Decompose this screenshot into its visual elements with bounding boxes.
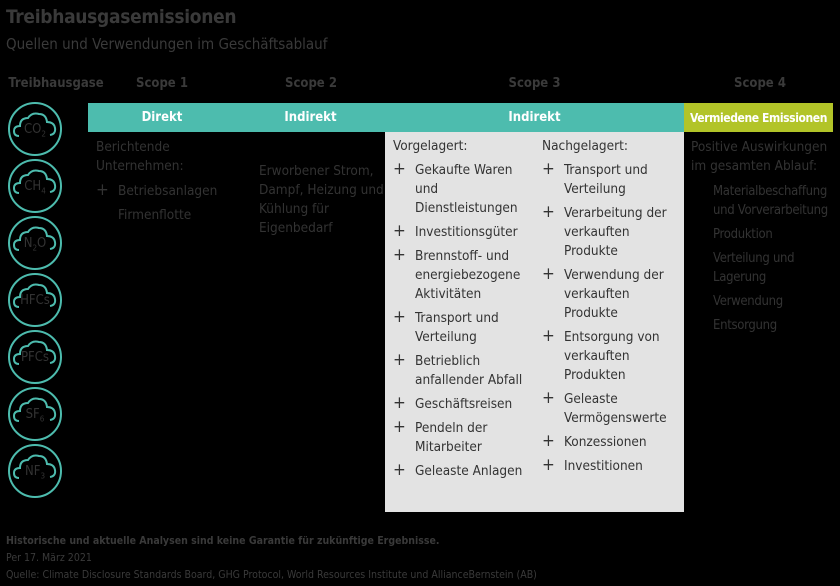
page-title: Treibhausgasemissionen xyxy=(6,6,237,28)
page-subtitle: Quellen und Verwendungen im Geschäftsabl… xyxy=(6,35,328,53)
downstream-item: Geleaste Vermögenswerte xyxy=(542,389,684,428)
upstream-item: Gekaufte Waren und Dienstleistungen xyxy=(393,160,538,218)
band-label: Direkt xyxy=(141,110,183,125)
upstream-label: Vorgelagert: xyxy=(393,138,468,154)
upstream-item: Betrieblich anfallender Abfall xyxy=(393,351,538,390)
column-header-scope1: Scope 1 xyxy=(136,76,188,91)
scope4-content: Positive Auswirkungen im gesamten Ablauf… xyxy=(691,138,836,340)
gas-label: N2O xyxy=(23,236,47,253)
item-label: Firmenflotte xyxy=(118,207,192,223)
gas-label: CH4 xyxy=(24,179,46,196)
band-scope2-indirect: Indirekt xyxy=(236,103,385,132)
band-scope1-direct: Direkt xyxy=(88,103,236,132)
upstream-item: Brennstoff- und energiebezogene Aktivitä… xyxy=(393,246,538,304)
footer-source: Quelle: Climate Disclosure Standards Boa… xyxy=(6,569,537,581)
gas-label: PFCs xyxy=(20,350,50,365)
downstream-item: Investitionen xyxy=(542,456,684,476)
column-header-scope2: Scope 2 xyxy=(285,76,337,91)
scope4-item: Verwendung xyxy=(713,294,783,309)
gas-cloud-icon: CO2 xyxy=(8,102,62,156)
band-scope3-indirect: Indirekt xyxy=(385,103,684,132)
gas-label: SF6 xyxy=(25,407,45,424)
scope1-item: Betriebsanlagen xyxy=(96,181,231,201)
gas-cloud-icon: N2O xyxy=(8,216,62,270)
scope4-item: Produktion xyxy=(713,227,773,242)
downstream-item: Konzessionen xyxy=(542,432,684,452)
gas-cloud-icon: SF6 xyxy=(8,387,62,441)
scope1-content: Berichtende Unternehmen: Betriebsanlagen… xyxy=(96,138,231,230)
downstream-item: Entsorgung von verkauften Produkten xyxy=(542,327,684,385)
gas-cloud-icon: NF3 xyxy=(8,444,62,498)
column-header-scope4: Scope 4 xyxy=(734,76,786,91)
gas-cloud-icon: PFCs xyxy=(8,330,62,384)
band-label: Indirekt xyxy=(508,110,561,125)
band-scope4-avoided: Vermiedene Emissionen xyxy=(684,103,833,132)
band-label: Vermiedene Emissionen xyxy=(689,110,828,125)
upstream-item: Pendeln der Mitarbeiter xyxy=(393,418,538,457)
scope1-item: Firmenflotte xyxy=(96,206,231,225)
gas-cloud-icon: HFCs xyxy=(8,273,62,327)
scope4-item: Materialbeschaffung und Vorverarbeitung xyxy=(713,184,828,218)
scope1-intro: Berichtende Unternehmen: xyxy=(96,139,184,174)
downstream-item: Verwendung der verkauften Produkte xyxy=(542,265,684,323)
gas-label: CO2 xyxy=(24,122,46,139)
column-header-scope3: Scope 3 xyxy=(508,76,561,91)
upstream-item: Investitionsgüter xyxy=(393,222,538,242)
item-label: Betriebsanlagen xyxy=(118,183,218,199)
downstream-item: Verarbeitung der verkauften Produkte xyxy=(542,203,684,261)
downstream-label: Nachgelagert: xyxy=(542,138,628,154)
upstream-item: Geschäftsreisen xyxy=(393,394,538,414)
upstream-item: Transport und Verteilung xyxy=(393,308,538,347)
gas-label: NF3 xyxy=(24,464,46,481)
footer-disclaimer: Historische und aktuelle Analysen sind k… xyxy=(6,535,440,547)
gas-cloud-icon: CH4 xyxy=(8,159,62,213)
scope2-content: Erworbener Strom, Dampf, Heizung und Küh… xyxy=(259,163,384,236)
scope3-upstream: Vorgelagert: Gekaufte Waren und Dienstle… xyxy=(393,137,538,486)
column-header-gases: Treibhausgase xyxy=(8,76,104,91)
scope4-intro: Positive Auswirkungen im gesamten Ablauf… xyxy=(691,139,828,174)
footer-date: Per 17. März 2021 xyxy=(6,552,92,564)
scope3-downstream: Nachgelagert: Transport und VerteilungVe… xyxy=(542,137,684,481)
downstream-item: Transport und Verteilung xyxy=(542,160,684,199)
scope4-item: Verteilung und Lagerung xyxy=(713,251,795,285)
gas-label: HFCs xyxy=(20,293,50,308)
band-label: Indirekt xyxy=(284,110,337,125)
upstream-item: Geleaste Anlagen xyxy=(393,461,538,481)
scope4-item: Entsorgung xyxy=(713,318,777,333)
